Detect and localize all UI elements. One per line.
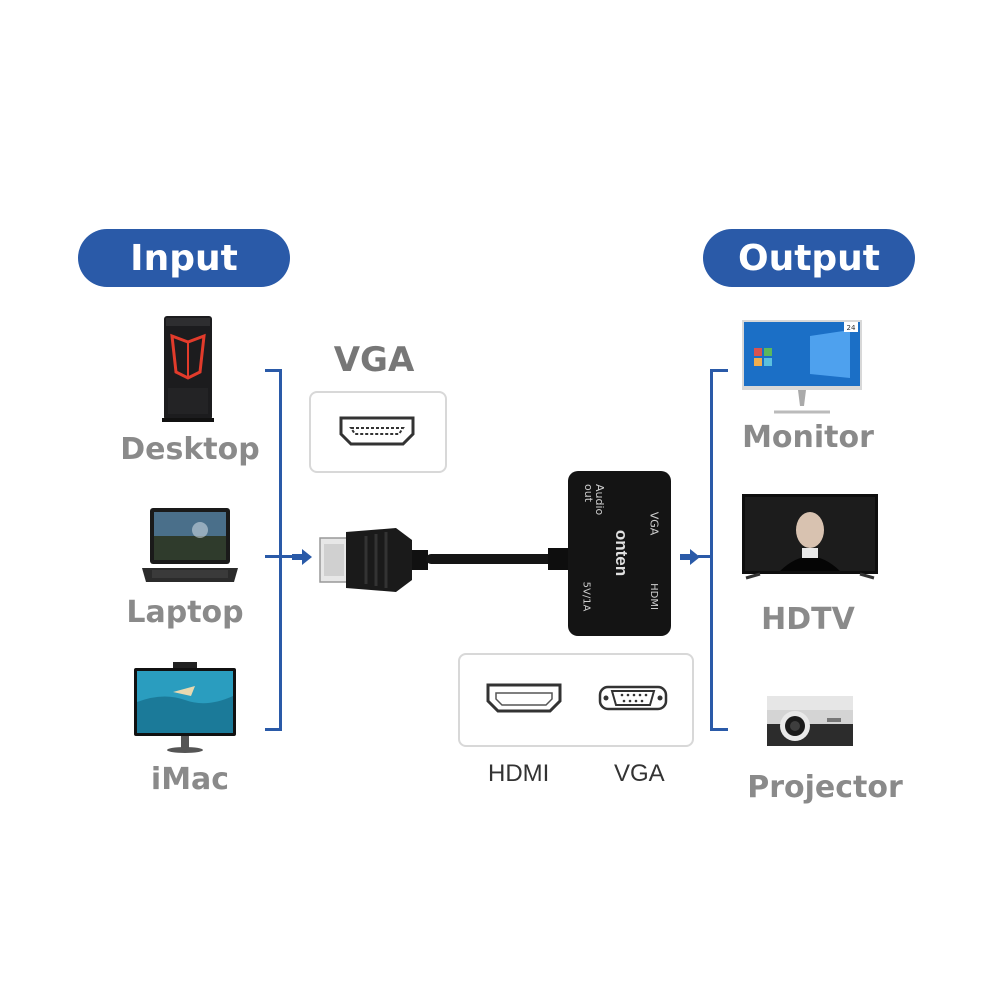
output-bracket-line bbox=[710, 369, 713, 731]
laptop-icon bbox=[142, 508, 238, 582]
output-bracket-top-tick bbox=[710, 369, 728, 372]
input-arrow-icon bbox=[292, 549, 312, 565]
monitor-label: Monitor bbox=[742, 420, 874, 455]
input-port-label: VGA bbox=[333, 340, 415, 380]
output-ports-box bbox=[458, 653, 694, 747]
output-arrow-icon bbox=[680, 549, 700, 565]
output-bracket-mid-tick bbox=[698, 555, 712, 558]
input-title-text: Input bbox=[130, 237, 238, 279]
svg-text:24: 24 bbox=[847, 324, 856, 332]
hdmi-port-icon bbox=[486, 683, 562, 713]
adapter-body: Audio out VGA onten 5V/1A HDMI bbox=[568, 471, 671, 636]
input-bracket-top-tick bbox=[265, 369, 281, 372]
projector-label: Projector bbox=[747, 770, 903, 805]
adapter-brand: onten bbox=[612, 529, 631, 577]
output-port-hdmi-label: HDMI bbox=[488, 760, 550, 787]
adapter-vga-label: VGA bbox=[647, 511, 661, 536]
hdtv-icon bbox=[742, 494, 878, 580]
input-port-box bbox=[309, 391, 447, 473]
imac-label: iMac bbox=[150, 762, 230, 797]
output-title: Output bbox=[703, 229, 915, 287]
input-bracket-bottom-tick bbox=[265, 728, 281, 731]
hdmi-plug-cable bbox=[319, 528, 572, 592]
output-title-text: Output bbox=[737, 237, 881, 279]
output-bracket-bottom-tick bbox=[710, 728, 728, 731]
adapter-hdmi-label: HDMI bbox=[647, 583, 659, 610]
hdmi-port-icon bbox=[339, 416, 415, 446]
adapter-power-label: 5V/1A bbox=[580, 581, 592, 612]
imac-icon bbox=[134, 662, 236, 753]
vga-port-icon bbox=[598, 685, 668, 711]
output-port-vga-label: VGA bbox=[614, 760, 665, 787]
desktop-tower-icon bbox=[162, 316, 214, 422]
input-bracket-mid-tick bbox=[265, 555, 293, 558]
monitor-icon: 24 bbox=[742, 320, 862, 414]
laptop-label: Laptop bbox=[126, 595, 244, 630]
projector-icon bbox=[767, 696, 853, 746]
adapter-audio-label: Audio out bbox=[582, 484, 606, 516]
desktop-label: Desktop bbox=[120, 432, 260, 467]
input-bracket-line bbox=[279, 369, 282, 731]
hdtv-label: HDTV bbox=[761, 602, 855, 637]
input-title: Input bbox=[78, 229, 290, 287]
